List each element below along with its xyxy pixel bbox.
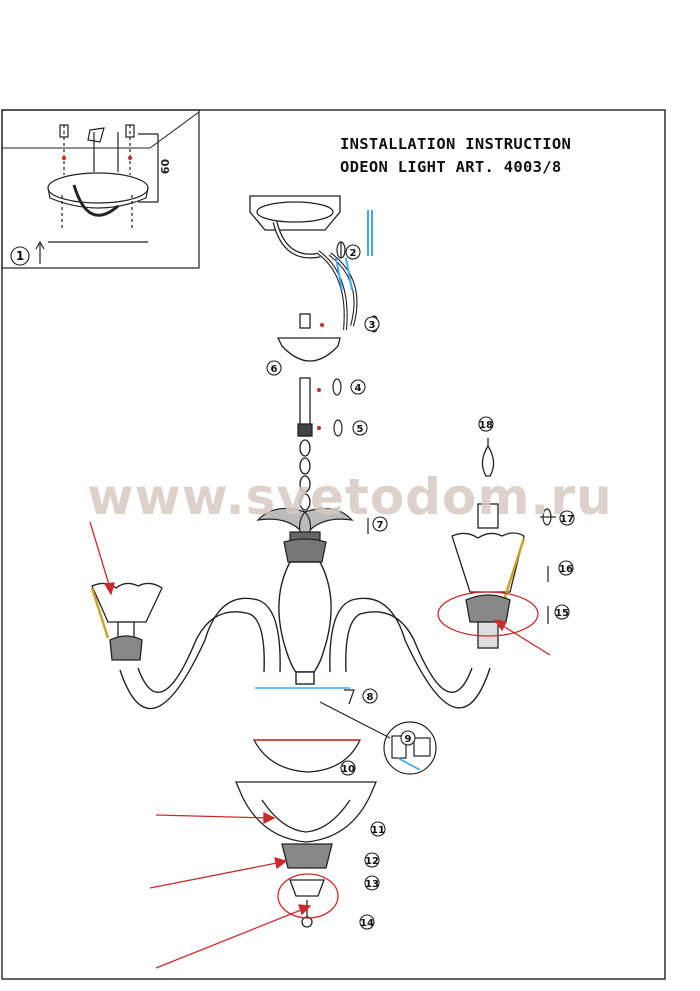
- callout-18-number: 18: [479, 420, 493, 431]
- callout-13: 13: [364, 875, 380, 891]
- callout-14: 14: [359, 914, 375, 930]
- callout-17: 17: [559, 510, 575, 526]
- watermark: www.svetodom.ru: [87, 468, 613, 526]
- callout-5-number: 5: [357, 424, 364, 435]
- callout-8: 8: [362, 688, 378, 704]
- right-glass-shade: [451, 438, 526, 649]
- inset-frame: [1, 109, 200, 269]
- callout-4-number: 4: [355, 383, 362, 394]
- title-line-1: INSTALLATION INSTRUCTION: [340, 135, 572, 153]
- callout-10: 10: [340, 760, 356, 776]
- ceiling-canopy: [249, 195, 341, 259]
- chain-rod: [297, 377, 313, 511]
- callout-12-number: 12: [365, 856, 379, 867]
- callout-16: 16: [558, 560, 574, 576]
- callout-8-number: 8: [367, 692, 374, 703]
- callout-3: 3: [364, 316, 380, 332]
- inset-canopy-drawing: [47, 124, 159, 243]
- supply-wires: [316, 210, 373, 331]
- callout-2: 2: [345, 244, 361, 260]
- title-line-2: ODEON LIGHT ART. 4003/8: [340, 158, 562, 176]
- bottom-assembly: [235, 739, 377, 928]
- callout-2-number: 2: [350, 248, 357, 259]
- callout-15: 15: [554, 604, 570, 620]
- callout-7-number: 7: [377, 520, 384, 531]
- callout-11-number: 11: [371, 825, 385, 836]
- ceiling-cup: [276, 313, 341, 362]
- callout-10-number: 10: [341, 764, 355, 775]
- connector-detail: [319, 701, 437, 775]
- crown-leaves: [256, 507, 354, 563]
- callout-13-number: 13: [365, 879, 379, 890]
- callout-1: 1: [10, 246, 30, 266]
- callout-6: 6: [266, 360, 282, 376]
- callout-5: 5: [352, 420, 368, 436]
- red-highlight-circles: [277, 591, 539, 919]
- inset-up-arrow: [35, 240, 45, 264]
- sheet-frame: [1, 109, 666, 980]
- callout-18: 18: [478, 416, 494, 432]
- callout-1-number: 1: [16, 249, 24, 263]
- callout-washers: [332, 241, 556, 705]
- callout-4: 4: [350, 379, 366, 395]
- central-body: [278, 561, 332, 685]
- callout-16-number: 16: [559, 564, 573, 575]
- callout-15-number: 15: [555, 608, 569, 619]
- callout-9: 9: [400, 730, 416, 746]
- arms: [119, 597, 491, 710]
- callout-12: 12: [364, 852, 380, 868]
- red-arrows: [89, 521, 551, 969]
- callout-6-number: 6: [271, 364, 278, 375]
- callout-17-number: 17: [560, 514, 574, 525]
- callout-9-number: 9: [405, 734, 412, 745]
- callout-3-number: 3: [369, 320, 376, 331]
- callout-7: 7: [372, 516, 388, 532]
- callout-14-number: 14: [360, 918, 374, 929]
- callout-11: 11: [370, 821, 386, 837]
